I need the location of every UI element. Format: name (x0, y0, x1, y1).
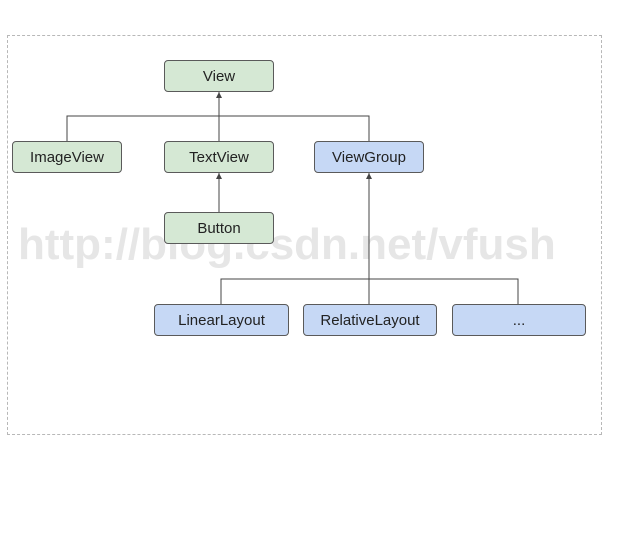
node-imageview: ImageView (12, 141, 122, 173)
node-more: ... (452, 304, 586, 336)
node-viewgroup: ViewGroup (314, 141, 424, 173)
node-button: Button (164, 212, 274, 244)
diagram-frame (7, 35, 602, 435)
node-textview: TextView (164, 141, 274, 173)
node-linearlayout: LinearLayout (154, 304, 289, 336)
node-view: View (164, 60, 274, 92)
watermark: http://blog.csdn.net/vfush (18, 220, 556, 269)
edge-view-children (66, 115, 370, 141)
node-relativelayout: RelativeLayout (303, 304, 437, 336)
